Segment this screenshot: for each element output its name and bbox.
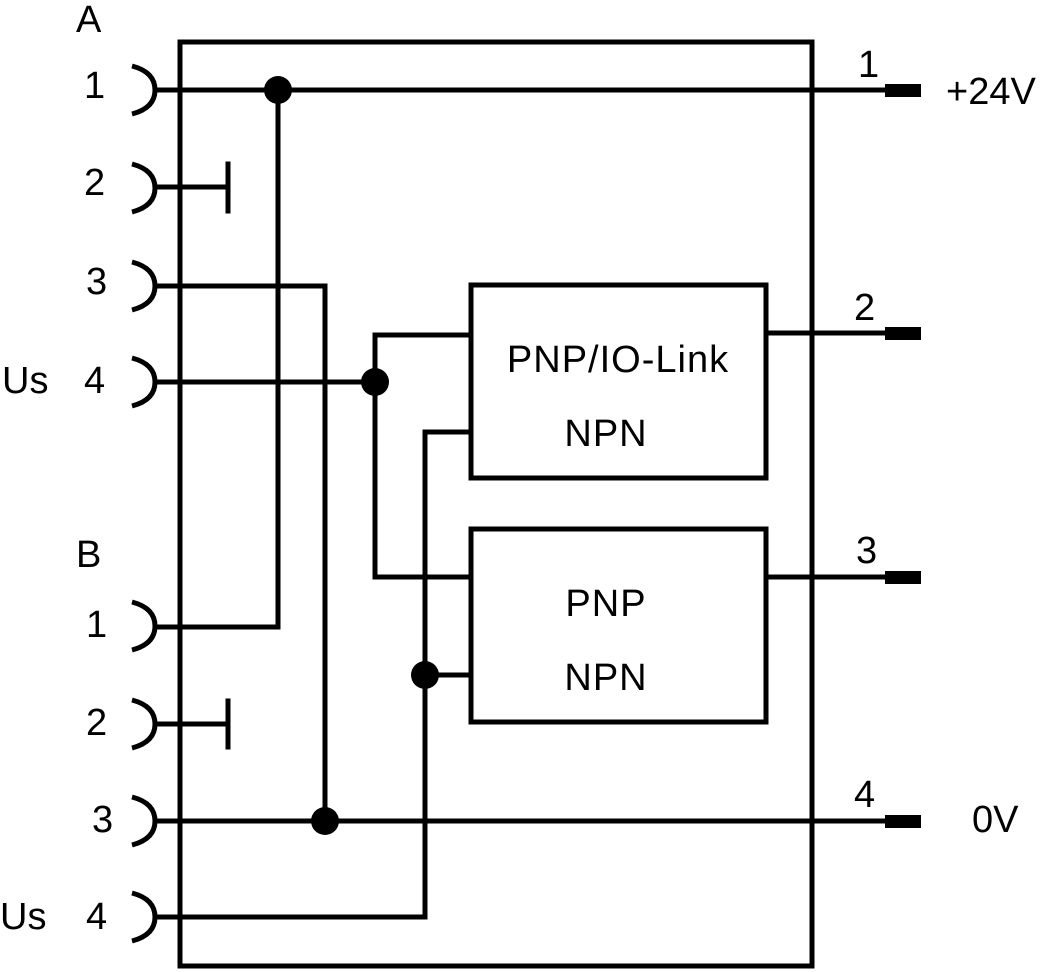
socket-icon <box>131 599 158 653</box>
output-terminal-3 <box>885 571 921 584</box>
junction-dot-icon <box>361 368 389 396</box>
output-1-number: 1 <box>858 44 879 86</box>
connector-b-pin-4-number: 4 <box>86 896 107 938</box>
socket-icon <box>131 355 158 409</box>
socket-icon <box>131 63 158 117</box>
connector-a-pin-1-number: 1 <box>84 65 105 107</box>
housing-frame <box>177 39 815 969</box>
block-pnp-npn <box>468 526 769 725</box>
output-4-number: 4 <box>854 774 875 816</box>
junction-dot-icon <box>411 661 439 689</box>
output-3-number: 3 <box>856 530 877 572</box>
connector-a-us-label: Us <box>2 360 48 402</box>
connector-a-pin-3-number: 3 <box>86 261 107 303</box>
output-terminal-4 <box>885 815 921 828</box>
connector-a-label: A <box>76 0 102 41</box>
connector-a-pin-4-number: 4 <box>84 360 105 402</box>
connector-b-label: B <box>76 534 101 576</box>
socket-icon <box>131 697 158 751</box>
socket-icon <box>131 259 158 313</box>
block-1-line-2: NPN <box>564 413 647 455</box>
block-2-line-2: NPN <box>564 657 647 699</box>
socket-icon <box>131 794 158 848</box>
output-1-label: +24V <box>946 71 1036 113</box>
connector-b-us-label: Us <box>0 896 46 938</box>
wire-a1-b1 <box>152 87 281 630</box>
junction-dot-icon <box>264 76 292 104</box>
output-terminal-2 <box>885 327 921 340</box>
wire-a3-0v <box>152 283 328 824</box>
connector-b-pin-2-number: 2 <box>86 702 107 744</box>
connector-b-pin-1-number: 1 <box>86 604 107 646</box>
socket-icon <box>131 161 158 215</box>
block-pnp-iolink <box>468 282 769 481</box>
socket-icon <box>131 890 158 944</box>
junction-dot-icon <box>311 807 339 835</box>
block-2-line-1: PNP <box>565 583 646 625</box>
connector-b-pin-3-number: 3 <box>92 799 113 841</box>
connector-a-pin-2-number: 2 <box>84 162 105 204</box>
output-2-number: 2 <box>854 287 875 329</box>
block-1-line-1: PNP/IO-Link <box>507 339 729 381</box>
output-terminal-1 <box>885 84 921 97</box>
output-4-label: 0V <box>972 799 1019 841</box>
